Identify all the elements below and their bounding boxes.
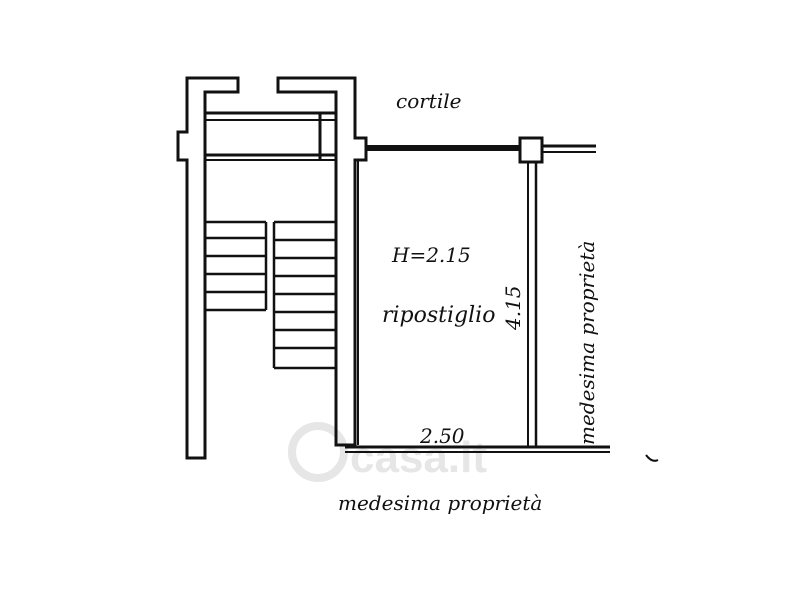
stair-flight-right bbox=[272, 220, 336, 370]
bottom-neighbor-label: medesima proprietà bbox=[338, 491, 542, 515]
edge-mark bbox=[645, 454, 659, 462]
right-neighbor-label: medesima proprietà bbox=[575, 241, 599, 445]
stair-flight-left bbox=[205, 220, 268, 312]
depth-dimension: 4.15 bbox=[501, 285, 525, 331]
width-dimension: 2.50 bbox=[419, 424, 465, 448]
stairwell-walls bbox=[176, 76, 368, 460]
stairwell-right-wall bbox=[276, 76, 368, 447]
storage-room-walls bbox=[345, 136, 610, 453]
courtyard-label: cortile bbox=[396, 89, 461, 113]
watermark-logo-icon bbox=[288, 422, 348, 482]
watermark-text: casa.it bbox=[350, 433, 487, 482]
room-label: ripostiglio bbox=[382, 303, 495, 328]
height-label: H=2.15 bbox=[391, 243, 471, 267]
watermark: casa.it bbox=[288, 422, 487, 482]
stairwell-left-wall bbox=[176, 76, 240, 460]
wall-pillar bbox=[518, 136, 544, 164]
